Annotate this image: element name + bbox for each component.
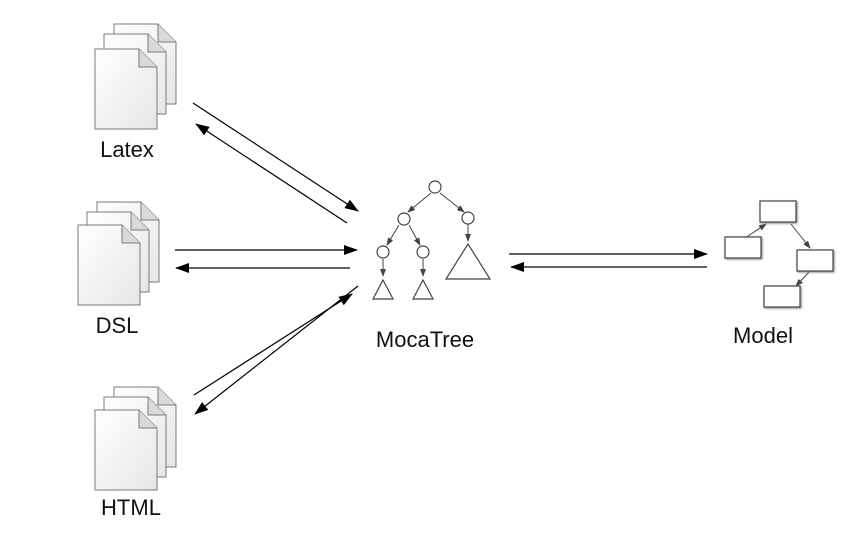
latex-document-icon [94, 23, 177, 130]
mocatree-tree-icon [372, 180, 492, 300]
html-document-icon [94, 386, 177, 491]
mocatree-to-latex-arrow [195, 123, 348, 224]
html-label: HTML [101, 495, 161, 520]
latex-label: Latex [100, 137, 154, 162]
model-graph-icon [724, 200, 834, 308]
dsl-label: DSL [96, 313, 139, 338]
mocatree-label: MocaTree [376, 327, 474, 352]
latex-to-mocatree-arrow [192, 102, 359, 212]
dsl-document-icon [77, 201, 160, 306]
model-label: Model [733, 323, 793, 348]
mocatree-to-html-arrow [194, 285, 359, 415]
